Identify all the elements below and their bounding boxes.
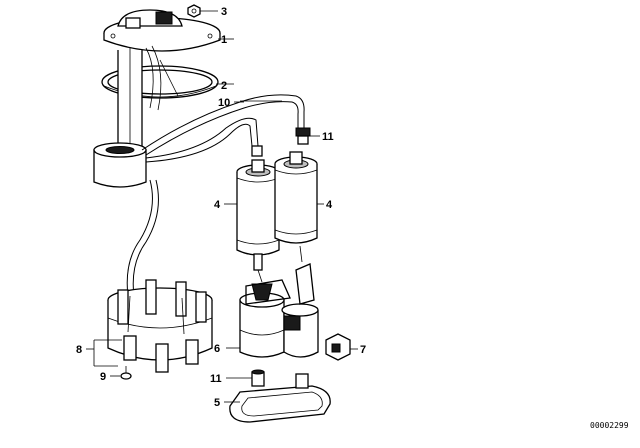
callout-5: 5 (214, 397, 220, 409)
callout-7: 7 (360, 344, 366, 356)
hose-clamp-upper (251, 127, 311, 157)
callout-8: 8 (76, 344, 82, 356)
fuel-pump-right (274, 151, 318, 244)
callout-1: 1 (221, 34, 227, 46)
callout-4-right: 4 (326, 199, 333, 211)
screw-part (120, 366, 132, 380)
callout-10: 10 (218, 97, 230, 109)
strainer-base (229, 373, 331, 423)
callout-2: 2 (221, 80, 227, 92)
callout-11-lower: 11 (210, 373, 222, 385)
fuel-pump-left (236, 159, 280, 271)
nut-part (187, 4, 201, 18)
callout-6: 6 (214, 343, 220, 355)
sender-body (93, 45, 179, 188)
callout-11-upper: 11 (322, 131, 334, 143)
callout-4-left: 4 (214, 199, 221, 211)
callout-9: 9 (100, 371, 106, 383)
pump-flange-cover (103, 9, 221, 52)
hose-clamp-lower (251, 369, 265, 387)
pump-holder-link (257, 245, 303, 283)
fuel-hoses (126, 94, 305, 297)
leader-lines (86, 10, 358, 403)
electrical-connector (325, 333, 351, 361)
reservoir-basket (107, 279, 213, 373)
pump-holder (239, 263, 319, 358)
callout-3: 3 (221, 6, 227, 18)
diagram-reference-number: 00002299 (590, 421, 629, 430)
